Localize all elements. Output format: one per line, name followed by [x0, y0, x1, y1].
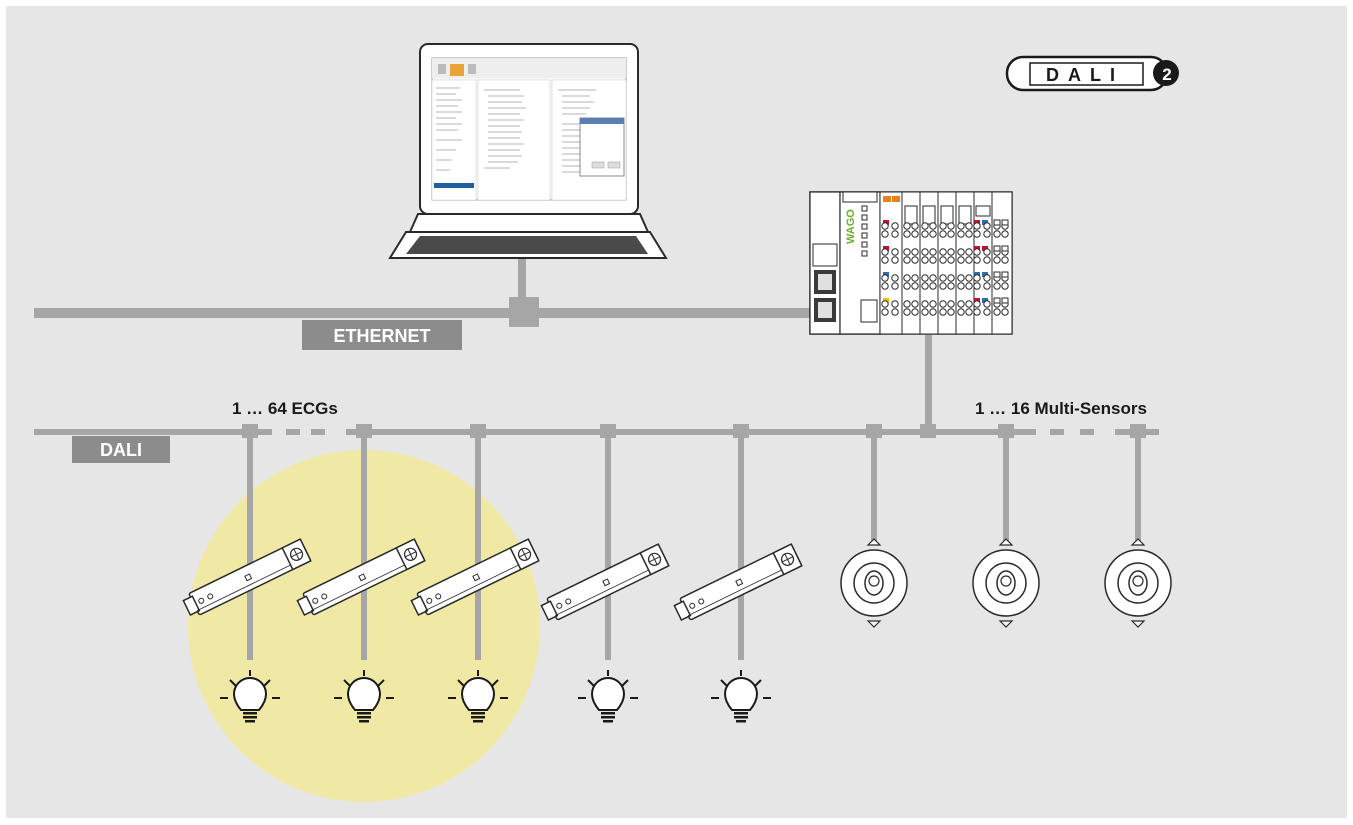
dali-junction — [998, 424, 1014, 438]
multi-sensor-icon — [1104, 538, 1172, 628]
light-bulb-icon — [220, 670, 280, 723]
sensor-group-label: 1 … 16 Multi-Sensors — [975, 399, 1147, 418]
dali-logo-version: 2 — [1162, 65, 1171, 84]
dali-junction — [600, 424, 616, 438]
dali-label: DALI — [100, 440, 142, 460]
ecg-ballast-icon — [410, 538, 540, 617]
ecg-devices — [182, 538, 803, 622]
multi-sensor-icon — [972, 538, 1040, 628]
dali-junction — [356, 424, 372, 438]
ecg-ballast-icon — [296, 538, 426, 617]
laptop-icon — [388, 43, 668, 259]
light-bulb-icon — [448, 670, 508, 723]
ecg-ballast-icon — [540, 543, 670, 622]
drop-lines — [242, 424, 1146, 660]
dali-junction — [920, 424, 936, 438]
dali-junction — [1130, 424, 1146, 438]
dali-junction — [733, 424, 749, 438]
ethernet-bus: ETHERNET — [34, 255, 814, 350]
sensor-devices — [840, 538, 1172, 628]
ecg-ballast-icon — [673, 543, 803, 622]
ecg-group-label: 1 … 64 ECGs — [232, 399, 338, 418]
controller-brand: WAGO — [845, 209, 857, 244]
wago-controller: WAGO — [809, 191, 1013, 335]
ethernet-label: ETHERNET — [333, 326, 430, 346]
dali-junction — [470, 424, 486, 438]
dali-junction — [242, 424, 258, 438]
multi-sensor-icon — [840, 538, 908, 628]
controller-terminals — [881, 219, 1009, 316]
light-bulb-icon — [334, 670, 394, 723]
ecg-ballast-icon — [182, 538, 312, 617]
dali2-logo: DALI 2 — [1005, 55, 1179, 92]
dali-bus: DALI — [34, 429, 1159, 463]
dali-logo-text: DALI — [1046, 65, 1124, 85]
controller-dali-drop — [925, 335, 932, 430]
lamp-icons — [220, 670, 771, 723]
light-bulb-icon — [578, 670, 638, 723]
light-bulb-icon — [711, 670, 771, 723]
dali-junction — [866, 424, 882, 438]
